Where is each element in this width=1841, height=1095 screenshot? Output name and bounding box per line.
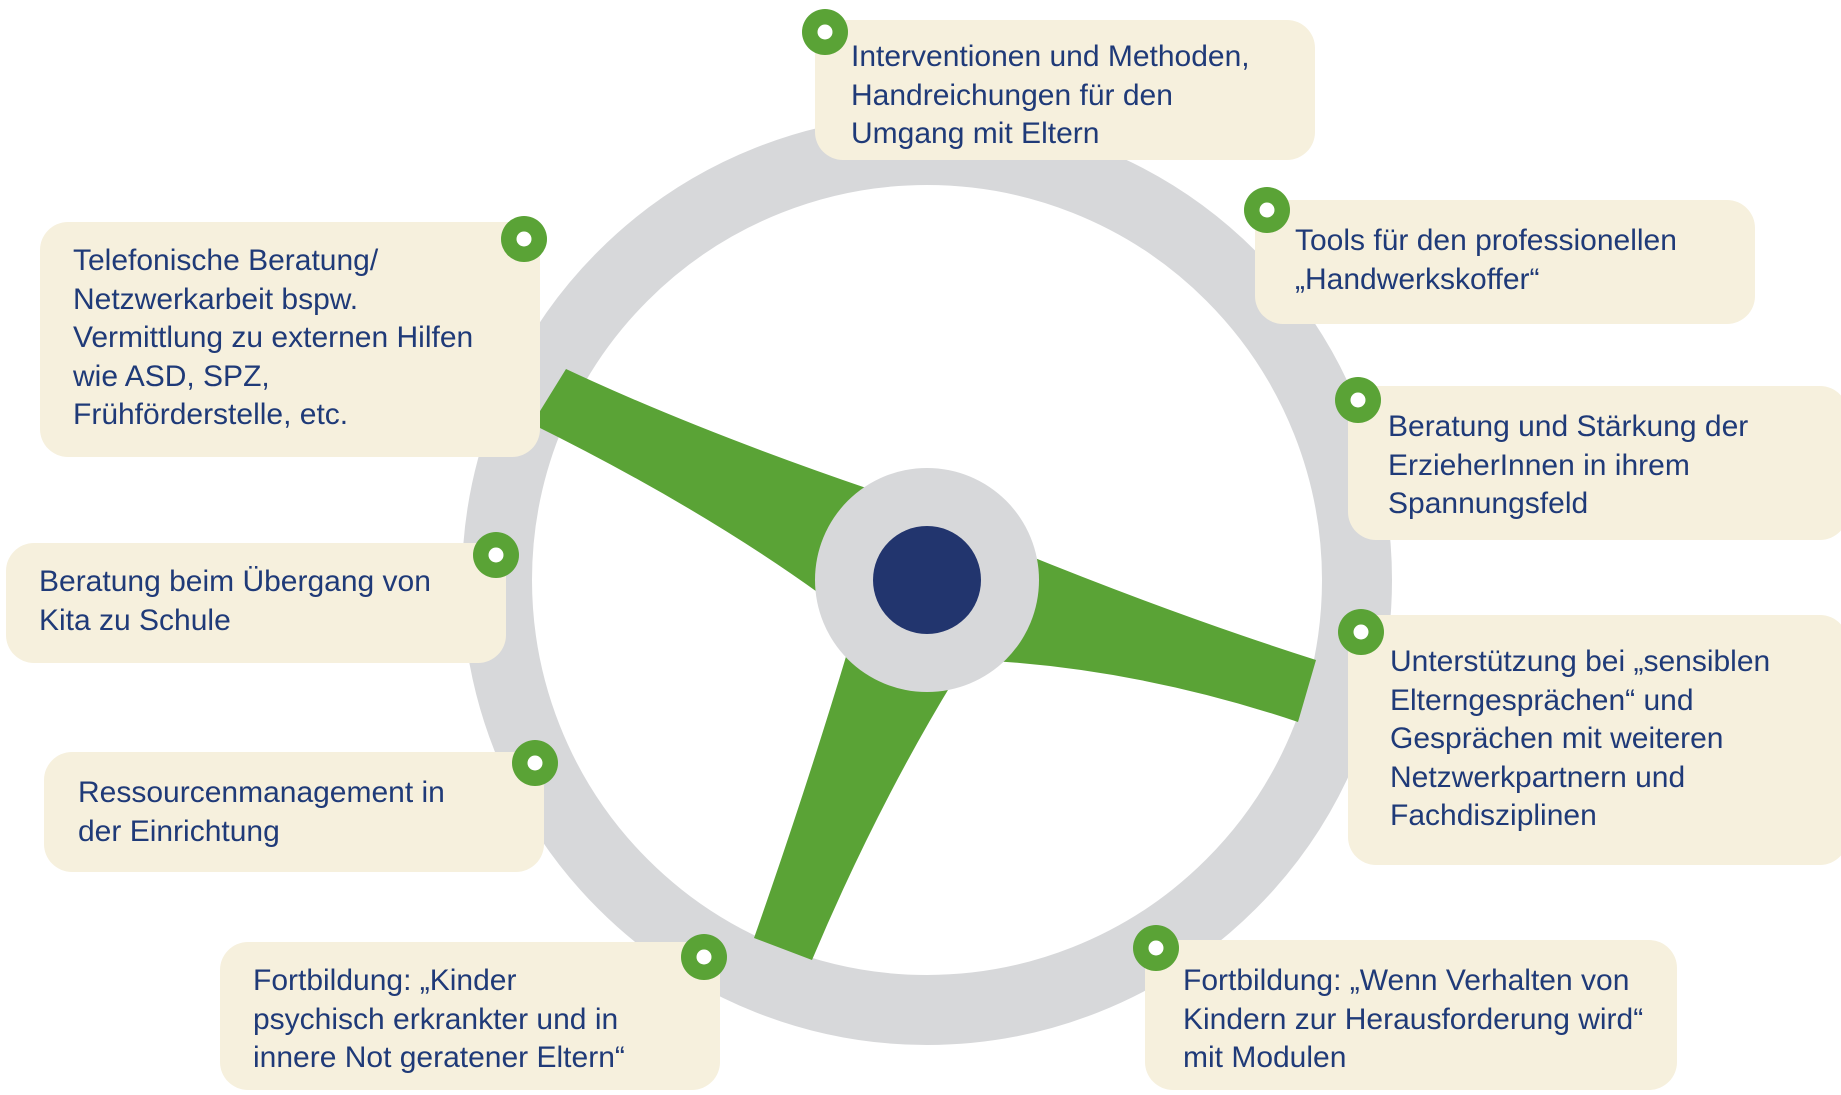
marker-dot-icon (1338, 609, 1384, 655)
callout-text: Beratung und Stärkung der ErzieherInnen … (1388, 410, 1749, 520)
marker-dot-icon (1335, 377, 1381, 423)
callout-beratung-erzieher: Beratung und Stärkung der ErzieherInnen … (1348, 386, 1841, 540)
callout-text: Unterstützung bei „sensiblen Elterngespr… (1390, 645, 1771, 832)
marker-dot-icon (473, 532, 519, 578)
marker-dot-icon (802, 9, 848, 55)
callout-text: Fortbildung: „Wenn Verhalten von Kindern… (1183, 964, 1644, 1074)
marker-dot-icon (501, 216, 547, 262)
callout-text: Telefonische Beratung/ Netzwerkarbeit bs… (73, 244, 474, 431)
wheel-spoke-bottom (754, 650, 954, 960)
callout-interventionen: Interventionen und Methoden, Handreichun… (815, 20, 1315, 160)
marker-dot-icon (1133, 925, 1179, 971)
callout-unterstuetzung: Unterstützung bei „sensiblen Elterngespr… (1348, 615, 1841, 865)
callout-ressourcenmanagement: Ressourcenmanagement in der Einrichtung (44, 752, 544, 872)
wheel-spoke-left (532, 369, 872, 594)
callout-text: Interventionen und Methoden, Handreichun… (851, 40, 1250, 150)
callout-text: Fortbildung: „Kinder psychisch erkrankte… (253, 964, 625, 1074)
callout-telefonische-beratung: Telefonische Beratung/ Netzwerkarbeit bs… (40, 222, 540, 457)
callout-text: Ressourcenmanagement in der Einrichtung (78, 776, 445, 848)
callout-tools: Tools für den professionellen „Handwerks… (1255, 200, 1755, 324)
marker-dot-icon (512, 740, 558, 786)
marker-dot-icon (1244, 187, 1290, 233)
wheel-hub-center (873, 526, 981, 634)
callout-fortbildung-kinder: Fortbildung: „Kinder psychisch erkrankte… (220, 942, 720, 1090)
wheel-spoke-right (976, 552, 1316, 722)
marker-dot-icon (681, 934, 727, 980)
callout-text: Beratung beim Übergang von Kita zu Schul… (39, 565, 431, 637)
callout-beratung-uebergang: Beratung beim Übergang von Kita zu Schul… (6, 543, 506, 663)
callout-text: Tools für den professionellen „Handwerks… (1295, 224, 1677, 296)
callout-fortbildung-verhalten: Fortbildung: „Wenn Verhalten von Kindern… (1145, 940, 1677, 1090)
